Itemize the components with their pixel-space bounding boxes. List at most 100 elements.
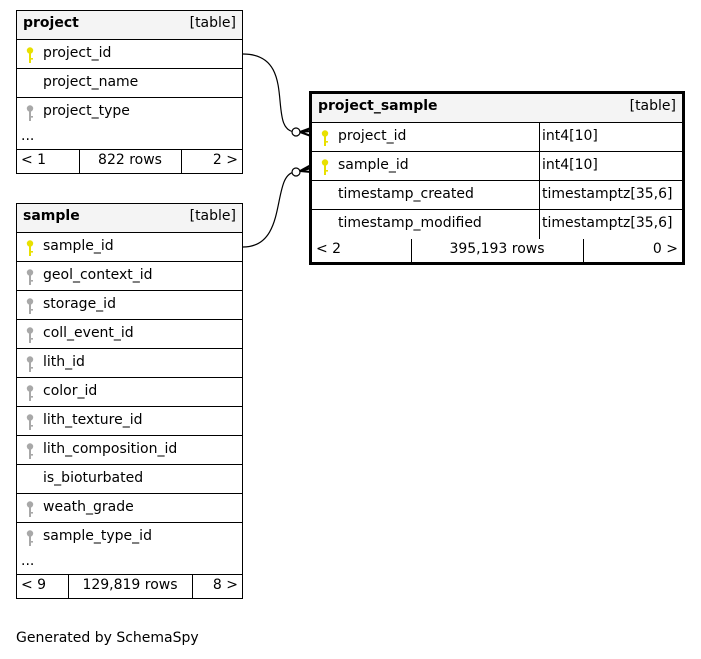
column-row[interactable]: lith_id bbox=[17, 349, 242, 378]
column-divider bbox=[539, 181, 540, 209]
primary-key-icon bbox=[320, 158, 330, 176]
column-name: project_name bbox=[43, 74, 139, 90]
column-name: lith_composition_id bbox=[43, 441, 178, 457]
relationship-endpoint-sample bbox=[291, 167, 301, 177]
column-type: int4[10] bbox=[542, 128, 598, 144]
column-row[interactable]: sample_id bbox=[17, 233, 242, 262]
primary-key-icon bbox=[25, 46, 35, 64]
table-footer: < 2 395,193 rows 0 > bbox=[312, 239, 682, 262]
column-name: timestamp_created bbox=[338, 186, 474, 202]
column-name: geol_context_id bbox=[43, 267, 153, 283]
column-type: int4[10] bbox=[542, 157, 598, 173]
column-divider bbox=[539, 152, 540, 180]
column-name: color_id bbox=[43, 383, 98, 399]
column-name: sample_id bbox=[338, 157, 409, 173]
column-row[interactable]: color_id bbox=[17, 378, 242, 407]
column-row[interactable]: project_type bbox=[17, 98, 242, 127]
column-name: project_id bbox=[338, 128, 407, 144]
parents-link[interactable]: < 9 bbox=[21, 577, 47, 593]
more-columns-label: ... bbox=[21, 128, 35, 144]
table-header[interactable]: sample [table] bbox=[17, 204, 242, 233]
more-columns-label: ... bbox=[21, 553, 35, 569]
column-list: project_id int4[10] sample_id int4[10] times… bbox=[312, 123, 682, 239]
column-row[interactable]: project_id int4[10] bbox=[312, 123, 682, 152]
foreign-key-icon bbox=[25, 268, 35, 286]
column-row[interactable]: is_bioturbated bbox=[17, 465, 242, 494]
column-list: project_id project_name project_type bbox=[17, 40, 242, 127]
more-columns[interactable]: ... bbox=[17, 552, 242, 575]
column-row[interactable]: project_name bbox=[17, 69, 242, 98]
table-footer: < 9 129,819 rows 8 > bbox=[17, 575, 242, 598]
column-row[interactable]: storage_id bbox=[17, 291, 242, 320]
column-type: timestamptz[35,6] bbox=[542, 186, 673, 202]
relationship-project-to-project-sample bbox=[242, 53, 297, 133]
column-row[interactable]: project_id bbox=[17, 40, 242, 69]
footer-divider bbox=[68, 575, 69, 598]
column-name: project_id bbox=[43, 45, 112, 61]
column-row[interactable]: lith_composition_id bbox=[17, 436, 242, 465]
column-name: coll_event_id bbox=[43, 325, 134, 341]
column-row[interactable]: sample_id int4[10] bbox=[312, 152, 682, 181]
table-name[interactable]: project_sample bbox=[318, 98, 438, 114]
more-columns[interactable]: ... bbox=[17, 127, 242, 150]
footer-divider bbox=[79, 150, 80, 173]
table-header[interactable]: project [table] bbox=[17, 11, 242, 40]
column-row[interactable]: sample_type_id bbox=[17, 523, 242, 552]
column-type: timestamptz[35,6] bbox=[542, 215, 673, 231]
table-type-label: [table] bbox=[189, 208, 236, 224]
column-row[interactable]: weath_grade bbox=[17, 494, 242, 523]
column-name: storage_id bbox=[43, 296, 116, 312]
column-row[interactable]: geol_context_id bbox=[17, 262, 242, 291]
table-footer: < 1 822 rows 2 > bbox=[17, 150, 242, 173]
primary-key-icon bbox=[25, 239, 35, 257]
row-count: 395,193 rows bbox=[449, 241, 545, 257]
table-name[interactable]: sample bbox=[23, 208, 80, 224]
footer-divider bbox=[411, 239, 412, 262]
generator-credit: Generated by SchemaSpy bbox=[16, 630, 199, 646]
footer-divider bbox=[192, 575, 193, 598]
parents-link[interactable]: < 2 bbox=[316, 241, 342, 257]
column-row[interactable]: timestamp_modified timestamptz[35,6] bbox=[312, 210, 682, 239]
relationship-endpoint-project bbox=[291, 127, 301, 137]
column-divider bbox=[539, 123, 540, 151]
column-list: sample_id geol_context_id storage_id coll_e… bbox=[17, 233, 242, 552]
table-type-label: [table] bbox=[189, 15, 236, 31]
foreign-key-icon bbox=[25, 355, 35, 373]
project-sample-table[interactable]: project_sample [table] project_id int4[10… bbox=[309, 91, 685, 265]
column-name: timestamp_modified bbox=[338, 215, 482, 231]
row-count: 129,819 rows bbox=[82, 577, 178, 593]
column-name: sample_type_id bbox=[43, 528, 152, 544]
column-name: is_bioturbated bbox=[43, 470, 144, 486]
column-name: project_type bbox=[43, 103, 130, 119]
table-header[interactable]: project_sample [table] bbox=[312, 94, 682, 123]
children-link[interactable]: 8 > bbox=[212, 577, 238, 593]
foreign-key-icon bbox=[25, 500, 35, 518]
foreign-key-icon bbox=[25, 413, 35, 431]
column-divider bbox=[539, 210, 540, 239]
row-count: 822 rows bbox=[98, 152, 162, 168]
column-name: lith_texture_id bbox=[43, 412, 143, 428]
table-name[interactable]: project bbox=[23, 15, 79, 31]
foreign-key-icon bbox=[25, 384, 35, 402]
footer-divider bbox=[583, 239, 584, 262]
column-name: sample_id bbox=[43, 238, 114, 254]
foreign-key-icon bbox=[25, 442, 35, 460]
column-row[interactable]: coll_event_id bbox=[17, 320, 242, 349]
column-row[interactable]: lith_texture_id bbox=[17, 407, 242, 436]
foreign-key-icon bbox=[25, 297, 35, 315]
foreign-key-icon bbox=[25, 529, 35, 547]
relationship-sample-to-project-sample bbox=[242, 171, 297, 248]
parents-link[interactable]: < 1 bbox=[21, 152, 47, 168]
foreign-key-icon bbox=[25, 326, 35, 344]
column-name: weath_grade bbox=[43, 499, 134, 515]
column-row[interactable]: timestamp_created timestamptz[35,6] bbox=[312, 181, 682, 210]
children-link[interactable]: 2 > bbox=[212, 152, 238, 168]
table-type-label: [table] bbox=[629, 98, 676, 114]
children-link[interactable]: 0 > bbox=[652, 241, 678, 257]
footer-divider bbox=[181, 150, 182, 173]
column-name: lith_id bbox=[43, 354, 85, 370]
primary-key-icon bbox=[320, 129, 330, 147]
foreign-key-icon bbox=[25, 104, 35, 122]
